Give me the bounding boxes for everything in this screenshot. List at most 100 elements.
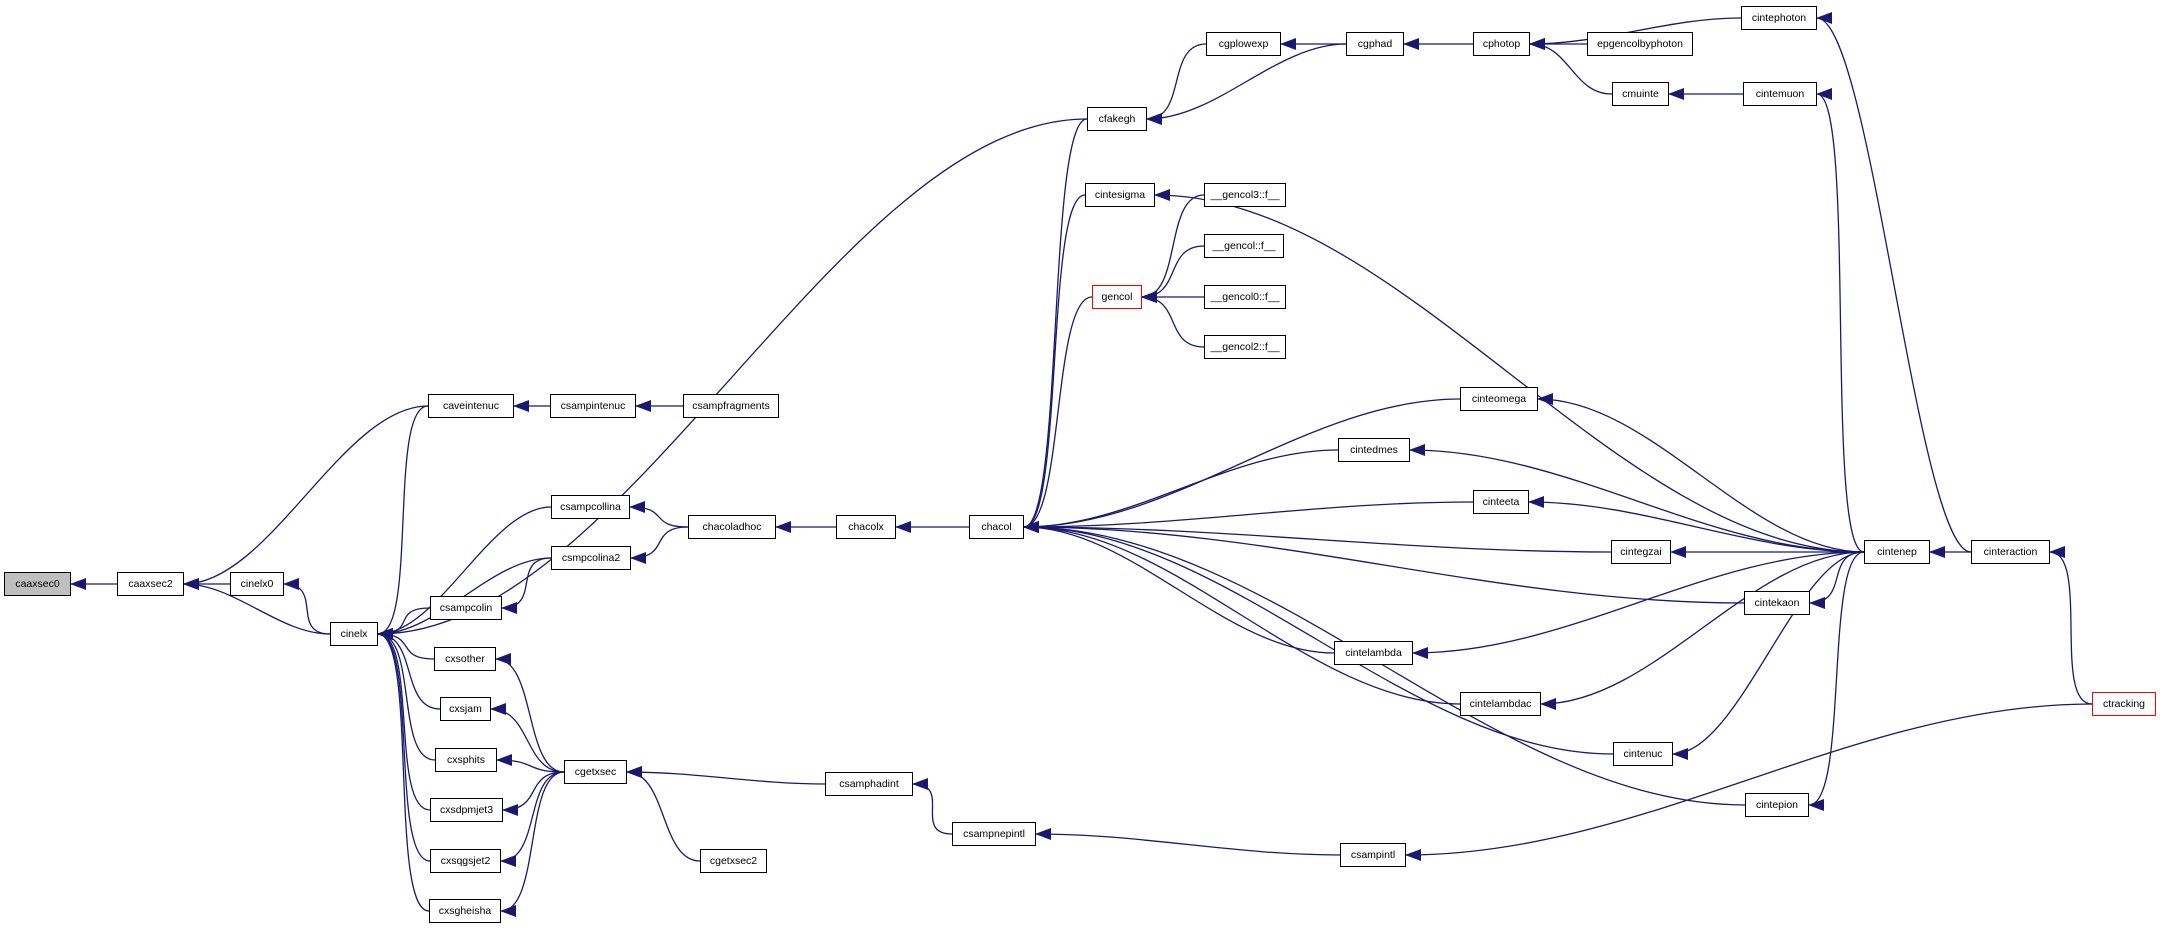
node-csampcolin[interactable]: csampcolin — [430, 596, 502, 620]
edge-cinteraction-to-cintephoton — [1816, 12, 1972, 553]
node-csampfragments[interactable]: csampfragments — [683, 394, 779, 418]
node-chacoladhoc[interactable]: chacoladhoc — [688, 515, 776, 539]
edge-cintenep-to-cintesigma — [1154, 189, 1865, 553]
edge-cinteeta-to-chacol — [1023, 501, 1474, 533]
node-cxsphits[interactable]: cxsphits — [435, 748, 497, 772]
edge-csmpcolina2-to-csampcolin — [501, 557, 552, 614]
node-cxsqgsjet2[interactable]: cxsqgsjet2 — [430, 849, 501, 873]
edge-cintenep-to-cintemuon — [1816, 88, 1865, 553]
node-cgetxsec2[interactable]: cgetxsec2 — [700, 849, 767, 873]
node-csamphadint[interactable]: csamphadint — [825, 772, 913, 796]
edge-caveintenuc-to-cinelx — [377, 405, 429, 640]
node-cgplowexp[interactable]: cgplowexp — [1206, 32, 1281, 56]
node-cintephoton[interactable]: cintephoton — [1741, 6, 1817, 30]
edge-csamphadint-to-cgetxsec — [626, 766, 826, 785]
node-cintepion[interactable]: cintepion — [1745, 793, 1809, 817]
node-cintelambdac[interactable]: cintelambdac — [1460, 692, 1541, 716]
edge-cintephoton-to-cphotop — [1529, 17, 1742, 50]
edge-gencol-to-chacol — [1023, 296, 1093, 533]
edge-cintenep-to-cintedmes — [1409, 444, 1865, 553]
node-cmuinte[interactable]: cmuinte — [1612, 82, 1669, 106]
node-chacol[interactable]: chacol — [969, 515, 1024, 539]
node-cxsjam[interactable]: cxsjam — [440, 697, 491, 721]
edge-gencol2-to-gencol — [1141, 291, 1205, 348]
edge-cinelx-to-cinelx0 — [283, 578, 331, 635]
edge-cintenep-to-cintenuc — [1672, 551, 1865, 760]
edge-cgetxsec-to-cxsgheisha — [500, 771, 565, 917]
node-chacolx[interactable]: chacolx — [836, 515, 896, 539]
edge-csampnepintl-to-csamphadint — [912, 778, 953, 835]
node-cintesigma[interactable]: cintesigma — [1085, 183, 1155, 207]
node-caaxsec2[interactable]: caaxsec2 — [117, 572, 184, 596]
edge-cgetxsec-to-cxsother — [495, 653, 565, 773]
node-cinteomega[interactable]: cinteomega — [1460, 387, 1538, 411]
edge-cgetxsec-to-cxsphits — [496, 754, 565, 773]
edge-cintelambdac-to-chacol — [1023, 521, 1461, 705]
edge-cxsgheisha-to-cinelx — [377, 628, 430, 912]
node-cgetxsec[interactable]: cgetxsec — [564, 760, 627, 784]
edge-cfakegh-to-chacol — [1023, 118, 1088, 533]
node-cintenuc[interactable]: cintenuc — [1613, 742, 1673, 766]
node-csampcollina[interactable]: csampcollina — [551, 495, 630, 519]
node-cintemuon[interactable]: cintemuon — [1743, 82, 1817, 106]
edge-ctracking-to-csampintl — [1405, 703, 2093, 861]
node-cxsdpmjet3[interactable]: cxsdpmjet3 — [430, 798, 503, 822]
node-cintedmes[interactable]: cintedmes — [1338, 438, 1410, 462]
node-csampintenuc[interactable]: csampintenuc — [550, 394, 636, 418]
edge-csampcollina-to-cinelx — [377, 506, 552, 640]
edge-cgetxsec2-to-cgetxsec — [626, 766, 701, 862]
node-cphotop[interactable]: cphotop — [1473, 32, 1530, 56]
edge-cxsqgsjet2-to-cinelx — [377, 628, 431, 862]
node-cinelx0[interactable]: cinelx0 — [230, 572, 284, 596]
node-epgencolbyphoton[interactable]: epgencolbyphoton — [1587, 32, 1693, 56]
edge-cintegzai-to-chacol — [1023, 521, 1612, 553]
edge-cgetxsec-to-cxsdpmjet3 — [502, 771, 565, 816]
edge-ctracking-to-cinteraction — [2049, 546, 2093, 705]
node-gencol[interactable]: gencol — [1092, 285, 1142, 309]
node-cintenep[interactable]: cintenep — [1864, 540, 1930, 564]
node-cinelx[interactable]: cinelx — [330, 622, 378, 646]
node-cintekaon[interactable]: cintekaon — [1744, 591, 1810, 615]
edge-cintedmes-to-chacol — [1023, 449, 1339, 533]
edge-cgphad-to-cfakegh — [1146, 43, 1347, 125]
edge-cinteomega-to-chacol — [1023, 398, 1461, 533]
node-gencol2[interactable]: __gencol2::f__ — [1204, 335, 1286, 359]
node-csmpcolina2[interactable]: csmpcolina2 — [551, 546, 631, 570]
edge-cintenep-to-cintelambda — [1412, 551, 1865, 659]
edge-cintepion-to-chacol — [1023, 521, 1746, 806]
edge-chacoladhoc-to-csampcollina — [629, 501, 689, 528]
edge-csampintl-to-csampnepintl — [1035, 828, 1341, 856]
node-ctracking[interactable]: ctracking — [2092, 692, 2156, 716]
edge-cintenep-to-cintelambdac — [1540, 551, 1865, 710]
node-gencol0[interactable]: __gencol0::f__ — [1204, 285, 1286, 309]
edge-caveintenuc-to-caaxsec2 — [183, 405, 429, 590]
node-csampintl[interactable]: csampintl — [1340, 843, 1406, 867]
node-cxsother[interactable]: cxsother — [434, 647, 496, 671]
node-caaxsec0[interactable]: caaxsec0 — [4, 572, 71, 596]
edge-cintenep-to-cinteomega — [1537, 393, 1865, 553]
edge-cintenep-to-cinteeta — [1528, 496, 1865, 553]
node-cinteeta[interactable]: cinteeta — [1473, 490, 1529, 514]
node-gencolf[interactable]: __gencol::f__ — [1204, 234, 1284, 258]
node-cintegzai[interactable]: cintegzai — [1611, 540, 1671, 564]
node-cintelambda[interactable]: cintelambda — [1334, 641, 1413, 665]
edge-cintenep-to-cintepion — [1808, 551, 1865, 811]
node-gencol3[interactable]: __gencol3::f__ — [1204, 183, 1286, 207]
edge-cintenuc-to-chacol — [1023, 521, 1614, 755]
edge-cintesigma-to-chacol — [1023, 194, 1086, 533]
edge-cinelx-to-caaxsec2 — [183, 578, 331, 635]
node-csampnepintl[interactable]: csampnepintl — [952, 822, 1036, 846]
node-cinteraction[interactable]: cinteraction — [1971, 540, 2050, 564]
edge-cxsdpmjet3-to-cinelx — [377, 628, 431, 811]
edge-chacoladhoc-to-csmpcolina2 — [630, 526, 689, 564]
edge-cgetxsec-to-cxsjam — [490, 703, 565, 773]
node-caveintenuc[interactable]: caveintenuc — [428, 394, 514, 418]
node-cfakegh[interactable]: cfakegh — [1087, 107, 1147, 131]
node-cxsgheisha[interactable]: cxsgheisha — [429, 899, 501, 923]
node-cgphad[interactable]: cgphad — [1346, 32, 1404, 56]
edge-cgetxsec-to-cxsqgsjet2 — [500, 771, 565, 867]
edge-cintelambda-to-chacol — [1023, 521, 1335, 654]
edge-cintekaon-to-chacol — [1023, 521, 1745, 604]
